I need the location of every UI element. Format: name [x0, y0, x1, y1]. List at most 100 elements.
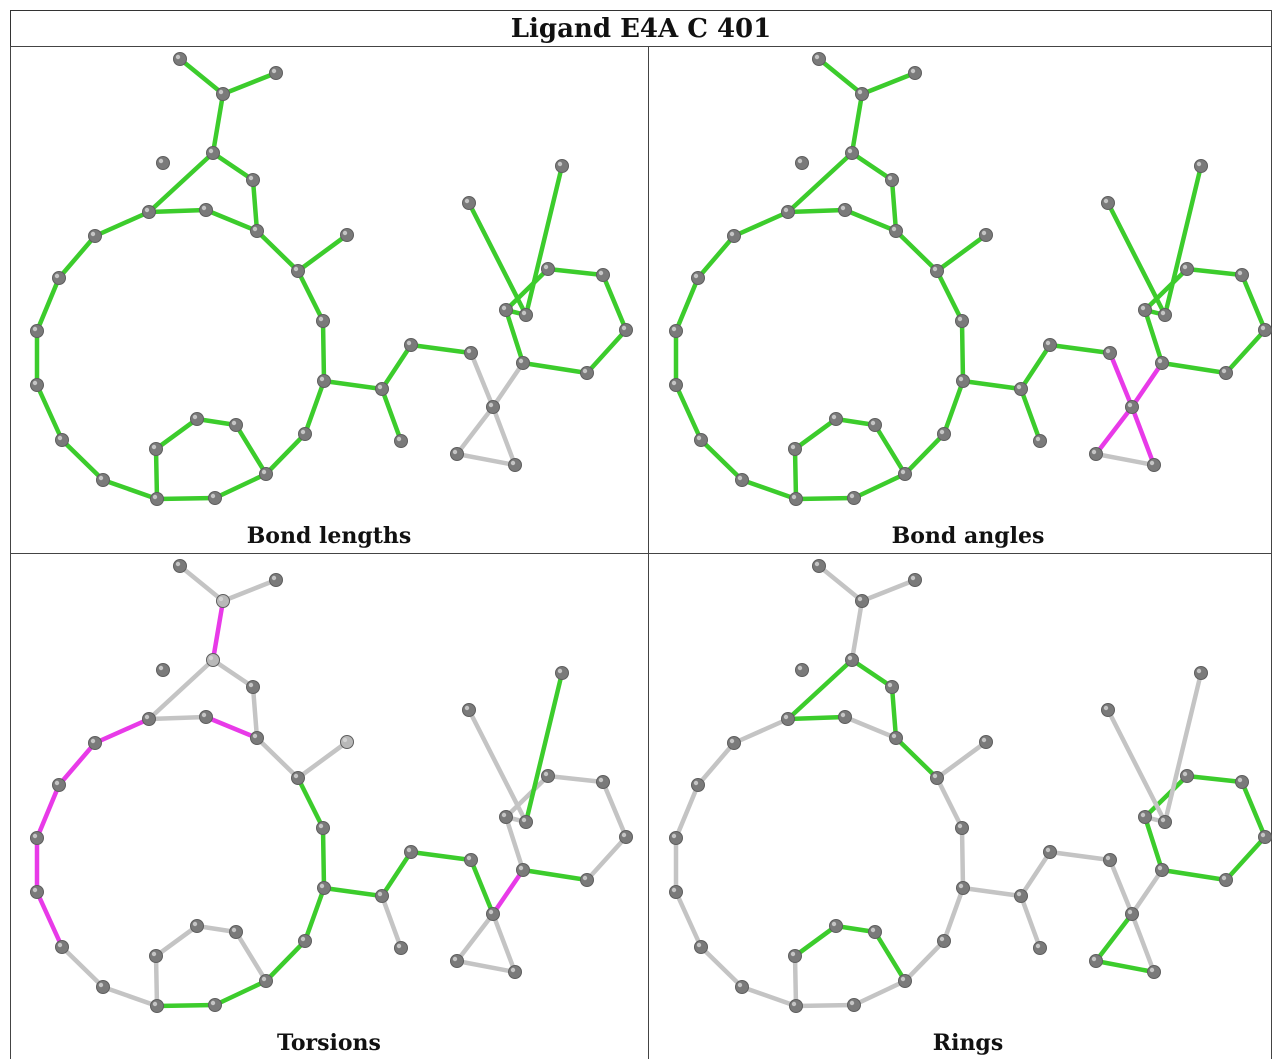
atom [1014, 382, 1028, 396]
atom [375, 889, 389, 903]
bond [934, 775, 965, 831]
bond [466, 200, 529, 318]
atom [855, 594, 869, 608]
atom-highlight [814, 54, 820, 60]
panel-rings: Rings [649, 554, 1276, 1060]
bond [941, 378, 966, 437]
atom [727, 229, 741, 243]
atom [735, 473, 749, 487]
bond [520, 867, 590, 883]
outer-border-right [1271, 10, 1272, 1059]
atom [150, 999, 164, 1013]
atom-highlight [342, 737, 348, 743]
atom-highlight [252, 226, 258, 232]
bond [584, 327, 629, 376]
atom-highlight [582, 368, 588, 374]
bond [1184, 773, 1245, 785]
bond [34, 382, 65, 443]
atom [1158, 308, 1172, 322]
atom [486, 907, 500, 921]
atom-highlight [791, 1001, 797, 1007]
bond [1047, 342, 1113, 356]
atom [812, 559, 826, 573]
atom [1258, 323, 1272, 337]
atom-highlight [671, 326, 677, 332]
bond [842, 714, 899, 741]
atom [930, 264, 944, 278]
panel-caption: Rings [932, 1030, 1004, 1056]
atom [55, 940, 69, 954]
atom-highlight [261, 469, 267, 475]
atom [1125, 400, 1139, 414]
atom-highlight [729, 231, 735, 237]
atom-highlight [248, 175, 254, 181]
atom-highlight [210, 1000, 216, 1006]
bond [153, 953, 160, 1009]
bond [523, 163, 565, 318]
bond [1239, 272, 1268, 333]
atom-highlight [319, 376, 325, 382]
atom [541, 262, 555, 276]
atom [1103, 853, 1117, 867]
bond [959, 318, 966, 384]
atom-highlight [510, 967, 516, 973]
bond [254, 228, 301, 274]
atom-highlight [510, 460, 516, 466]
bond [849, 91, 865, 156]
atom-highlight [293, 773, 299, 779]
bond [1129, 867, 1165, 917]
atom-highlight [90, 231, 96, 237]
atom-highlight [1160, 310, 1166, 316]
atom [464, 853, 478, 867]
atom-highlight [201, 712, 207, 718]
atom-highlight [557, 161, 563, 167]
atom [317, 374, 331, 388]
bond [893, 228, 940, 274]
atom-highlight [783, 714, 789, 720]
atom-highlight [201, 205, 207, 211]
atom-highlight [1260, 325, 1266, 331]
atom [694, 940, 708, 954]
bond [56, 233, 98, 281]
figure-title: Ligand E4A C 401 [10, 10, 1272, 46]
atom [298, 427, 312, 441]
atom [462, 703, 476, 717]
atom [52, 778, 66, 792]
atom [250, 731, 264, 745]
bond [673, 275, 701, 334]
atom-highlight [521, 817, 527, 823]
bond [523, 670, 565, 825]
atom [1194, 159, 1208, 173]
atom-highlight [847, 655, 853, 661]
atom [898, 467, 912, 481]
bond [785, 150, 855, 215]
bond [739, 984, 799, 1009]
atom [96, 980, 110, 994]
atom-highlight [849, 1000, 855, 1006]
atom-highlight [910, 575, 916, 581]
bond [408, 849, 474, 863]
atom-highlight [248, 682, 254, 688]
atom [199, 710, 213, 724]
bond [673, 782, 701, 841]
bond [859, 70, 918, 97]
atom [142, 205, 156, 219]
atom-highlight [1105, 855, 1111, 861]
atom-highlight [737, 475, 743, 481]
atom [173, 52, 187, 66]
atom-highlight [797, 158, 803, 164]
atom-highlight [957, 316, 963, 322]
atom [979, 735, 993, 749]
atom-highlight [406, 847, 412, 853]
bond [673, 382, 704, 443]
atom-highlight [598, 270, 604, 276]
atom [1101, 703, 1115, 717]
atom-highlight [1016, 891, 1022, 897]
atom-highlight [790, 951, 796, 957]
atom [340, 735, 354, 749]
atom-highlight [261, 976, 267, 982]
atom [30, 378, 44, 392]
bond [454, 404, 496, 457]
atom-highlight [175, 54, 181, 60]
atom-highlight [210, 493, 216, 499]
